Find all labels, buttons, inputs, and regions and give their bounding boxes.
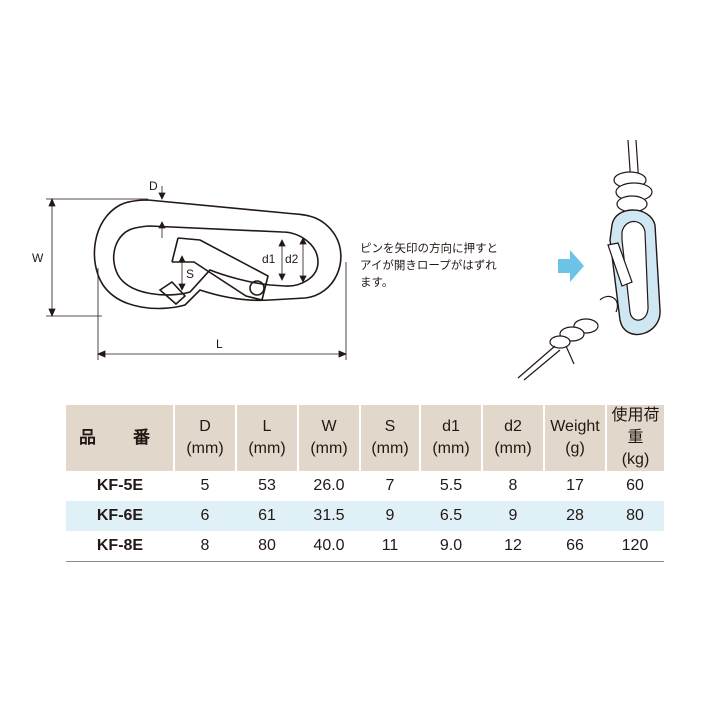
table-cell: 7 <box>385 477 395 494</box>
table-cell: 40.0 <box>298 531 360 562</box>
table-cell: 26.0 <box>313 477 345 494</box>
header-L: L (mm) <box>236 405 299 471</box>
table-row: KF-6E 6 61 31.5 9 6.5 9 28 80 <box>66 501 664 531</box>
table-cell: 61 <box>236 501 298 531</box>
header-line: d2 <box>504 418 522 435</box>
table-cell: 66 <box>544 531 606 562</box>
table-header-row: 品 番 D (mm) L (mm) W (mm) S (mm) d1 (mm) <box>66 405 664 471</box>
table-cell: 80 <box>236 531 298 562</box>
header-weight: Weight (g) <box>544 405 607 471</box>
header-line: 使用荷重 <box>611 407 660 446</box>
header-unit: (mm) <box>248 440 286 457</box>
header-line: W <box>321 418 337 435</box>
header-unit: (mm) <box>186 440 224 457</box>
header-unit: (mm) <box>494 440 532 457</box>
spec-table: 品 番 D (mm) L (mm) W (mm) S (mm) d1 (mm) <box>66 405 664 562</box>
table-cell: 17 <box>566 477 584 494</box>
header-line: 品 番 <box>79 428 160 447</box>
header-D: D (mm) <box>174 405 237 471</box>
header-d2: d2 (mm) <box>482 405 545 471</box>
header-unit: (mm) <box>432 440 470 457</box>
label-D: D <box>149 179 158 193</box>
table-cell: 6.5 <box>420 501 482 531</box>
cell-product-code: KF-8E <box>66 531 174 562</box>
label-d1: d1 <box>262 252 276 266</box>
cell-product-code: KF-6E <box>66 501 174 531</box>
header-unit: (kg) <box>621 451 650 468</box>
table-cell: 11 <box>360 531 420 562</box>
header-line: S <box>384 418 396 435</box>
header-W: W (mm) <box>298 405 361 471</box>
header-unit: (g) <box>565 440 585 457</box>
header-product-code: 品 番 <box>66 405 175 471</box>
table-cell: 5.5 <box>439 477 463 494</box>
table-cell: 12 <box>482 531 544 562</box>
cell-product-code: KF-5E <box>96 477 144 494</box>
table-cell: 9.0 <box>420 531 482 562</box>
table-cell: 53 <box>258 477 276 494</box>
header-line: L <box>262 418 272 435</box>
header-unit: (mm) <box>371 440 409 457</box>
label-L: L <box>216 337 223 351</box>
carabiner-drawing <box>93 199 342 310</box>
label-S: S <box>186 267 194 281</box>
header-line: d1 <box>442 418 460 435</box>
header-S: S (mm) <box>360 405 421 471</box>
table-cell: 80 <box>606 501 664 531</box>
label-W: W <box>32 251 44 265</box>
note-line: ます。 <box>360 275 394 289</box>
table-row: KF-5E 5 53 26.0 7 5.5 8 17 60 <box>66 471 664 501</box>
table-cell: 6 <box>174 501 236 531</box>
header-line: D <box>199 418 211 435</box>
header-line: Weight <box>550 418 600 435</box>
table-cell: 9 <box>482 501 544 531</box>
usage-note: ピンを矢印の方向に押すと アイが開きロープがはずれ ます。 <box>360 240 560 291</box>
header-unit: (mm) <box>310 440 348 457</box>
table-row: KF-8E 8 80 40.0 11 9.0 12 66 120 <box>66 531 664 562</box>
table-cell: 28 <box>544 501 606 531</box>
note-line: ピンを矢印の方向に押すと <box>360 241 498 255</box>
table-cell: 8 <box>174 531 236 562</box>
table-cell: 8 <box>508 477 518 494</box>
table-cell: 60 <box>626 477 644 494</box>
label-d2: d2 <box>285 252 299 266</box>
table-cell: 5 <box>200 477 210 494</box>
carabiner-diagram: D W L S d1 d2 <box>32 139 661 381</box>
dimension-lines <box>46 186 348 360</box>
table-cell: 120 <box>606 531 664 562</box>
table-cell: 9 <box>360 501 420 531</box>
header-working-load: 使用荷重 (kg) <box>606 405 664 471</box>
usage-illustration <box>517 139 661 381</box>
table-cell: 31.5 <box>298 501 360 531</box>
note-line: アイが開きロープがはずれ <box>360 258 497 272</box>
arrow-right-icon <box>558 250 584 282</box>
header-d1: d1 (mm) <box>420 405 483 471</box>
